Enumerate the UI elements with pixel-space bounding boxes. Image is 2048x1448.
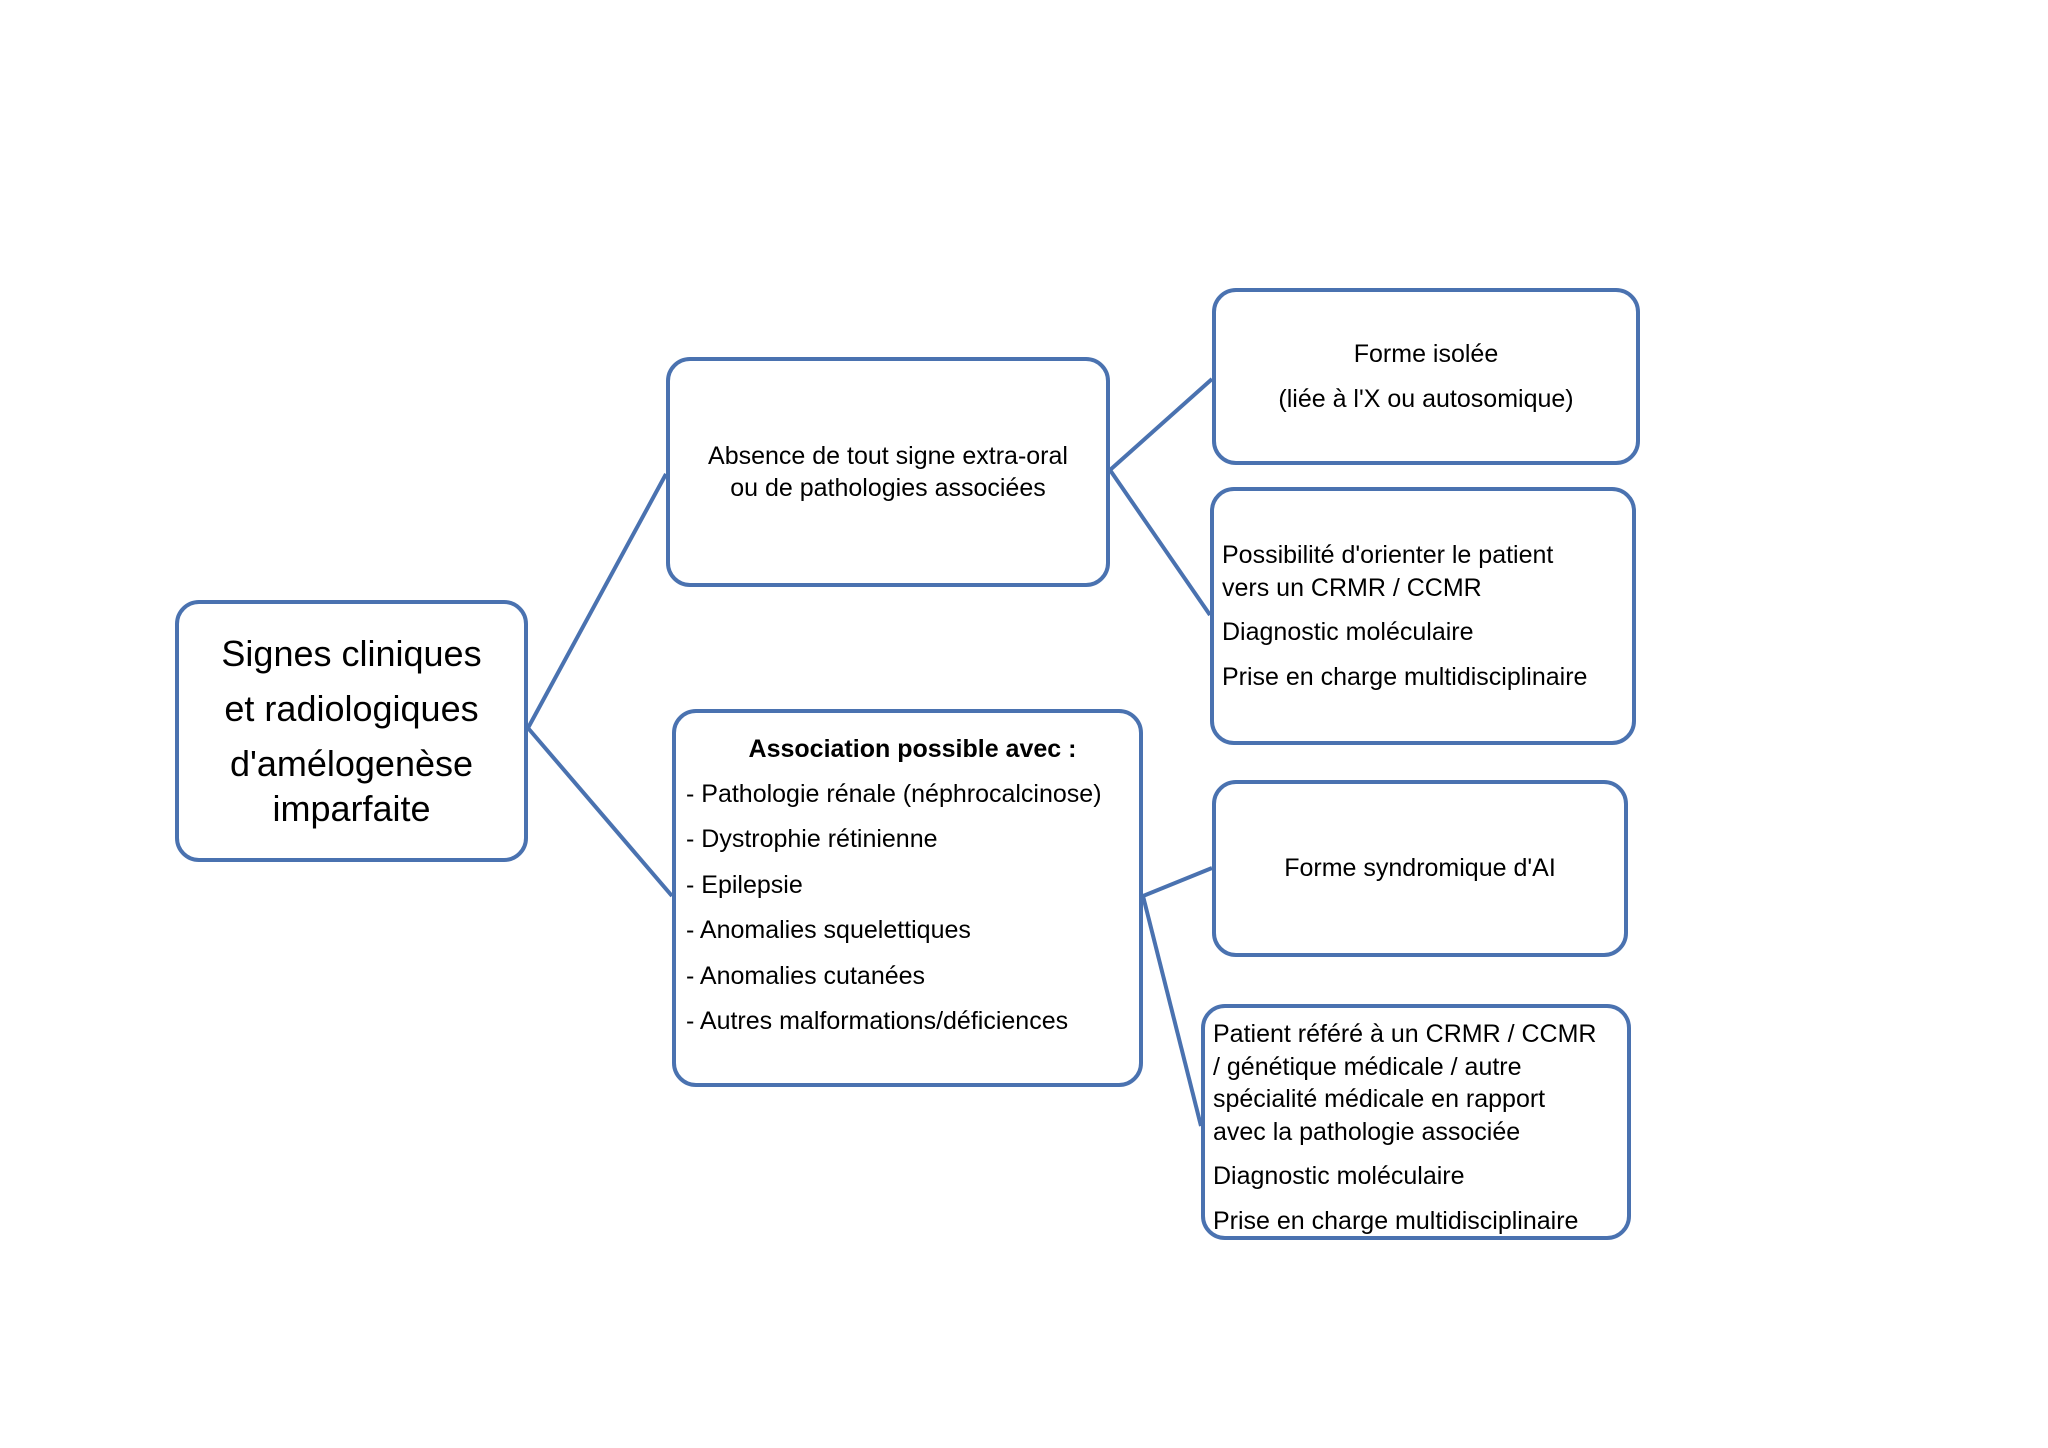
association-item: - Dystrophie rétinienne (686, 825, 938, 853)
syndromique-line: Forme syndromique d'AI (1284, 854, 1556, 883)
refere-line: Prise en charge multidisciplinaire (1213, 1206, 1579, 1235)
root-line: et radiologiques (224, 688, 479, 729)
refere-line: spécialité médicale en rapport (1213, 1085, 1546, 1113)
root-node: Signes cliniques et radiologiques d'amél… (175, 600, 528, 862)
root-line: d'amélogenèse (229, 743, 474, 784)
refere-line: / génétique médicale / autre (1213, 1052, 1522, 1081)
association-item: - Pathologie rénale (néphrocalcinose) (686, 779, 1102, 808)
connector-absence-isolee (1108, 377, 1214, 472)
connector-root-absence (526, 473, 668, 729)
forme-syndromique-node: Forme syndromique d'AI (1212, 780, 1628, 957)
connector-association-refere (1141, 895, 1203, 1127)
refere-line: Diagnostic moléculaire (1213, 1162, 1465, 1190)
connector-root-association (526, 726, 674, 898)
root-line: Signes cliniques (221, 633, 482, 674)
association-item: - Epilepsie (686, 870, 803, 899)
absence-node: Absence de tout signe extra-oral ou de p… (666, 357, 1110, 587)
connector-association-syndromique (1142, 866, 1213, 898)
association-node: Association possible avec : - Pathologie… (672, 709, 1143, 1087)
isolee-line: Forme isolée (1353, 340, 1499, 368)
refere-line: avec la pathologie associée (1213, 1117, 1521, 1146)
association-item: - Autres malformations/déficiences (686, 1007, 1069, 1035)
association-item: - Anomalies cutanées (686, 961, 926, 990)
possibilite-line: Prise en charge multidisciplinaire (1222, 662, 1588, 691)
possibilite-line: vers un CRMR / CCMR (1222, 573, 1482, 602)
association-title: Association possible avec : (748, 735, 1077, 763)
isolee-line: (liée à l'X ou autosomique) (1278, 384, 1574, 413)
refere-line: Patient référé à un CRMR / CCMR (1213, 1020, 1597, 1048)
absence-line: ou de pathologies associées (730, 474, 1046, 502)
possibilite-line: Diagnostic moléculaire (1222, 618, 1474, 646)
root-line: imparfaite (272, 788, 431, 829)
association-item: - Anomalies squelettiques (686, 916, 971, 944)
possibilite-line: Possibilité d'orienter le patient (1222, 541, 1554, 569)
patient-refere-node: Patient référé à un CRMR / CCMR / généti… (1201, 1004, 1631, 1240)
connector-absence-possibilite (1108, 468, 1212, 617)
possibilite-node: Possibilité d'orienter le patient vers u… (1210, 487, 1636, 745)
forme-isolee-node: Forme isolée (liée à l'X ou autosomique) (1212, 288, 1640, 465)
absence-line: Absence de tout signe extra-oral (708, 441, 1068, 470)
